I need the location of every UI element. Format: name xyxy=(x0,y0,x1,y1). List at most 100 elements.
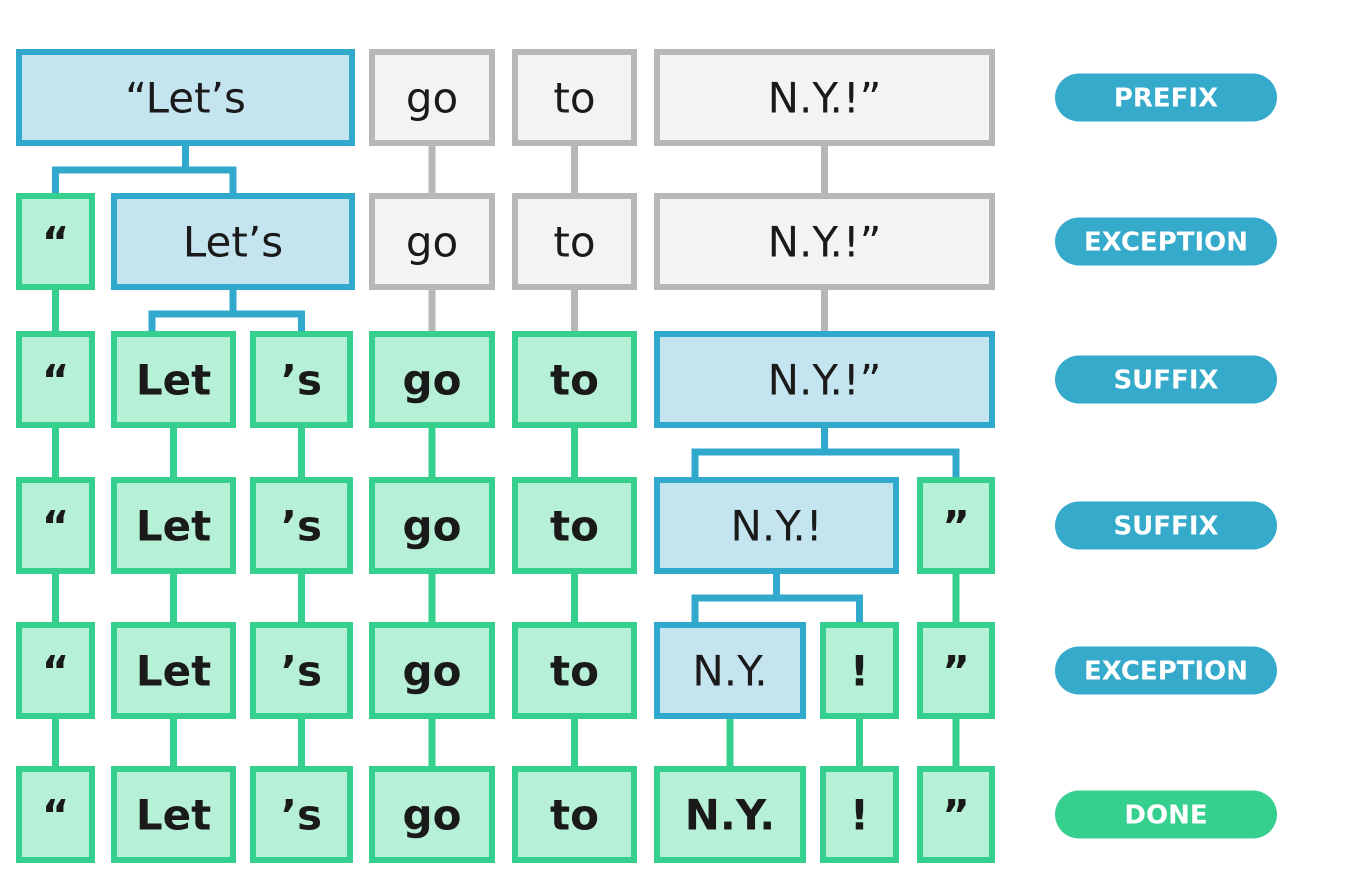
token-text: ” xyxy=(942,502,970,551)
token-box-frame xyxy=(369,331,495,428)
token-text: go xyxy=(403,502,462,551)
token-box-frame xyxy=(654,49,995,146)
step-label-pill xyxy=(1055,355,1277,404)
token-text: N.Y.!” xyxy=(768,74,882,123)
token-box-go: go xyxy=(369,477,495,574)
token-box-frame xyxy=(654,331,995,428)
token-text: ’s xyxy=(281,356,322,405)
token-box-punct: “ xyxy=(16,477,95,574)
token-box-punct: ” xyxy=(917,622,995,719)
token-text: Let xyxy=(136,791,211,840)
token-box-punct: “ xyxy=(16,193,95,290)
step-label-pill xyxy=(1055,217,1277,266)
step-label-text: EXCEPTION xyxy=(1084,228,1248,258)
token-text: to xyxy=(550,502,599,551)
token-text: N.Y. xyxy=(685,791,776,840)
token-text: ’s xyxy=(281,502,322,551)
token-box-frame xyxy=(654,477,899,574)
token-box-frame xyxy=(917,766,995,863)
token-text: go xyxy=(403,791,462,840)
token-box-frame xyxy=(111,193,355,290)
token-text: to xyxy=(550,356,599,405)
token-box-frame xyxy=(111,622,236,719)
token-box-frame xyxy=(16,49,355,146)
token-box-frame xyxy=(369,193,495,290)
token-box-frame xyxy=(250,766,353,863)
token-text: ’s xyxy=(281,647,322,696)
token-text: “ xyxy=(42,502,70,551)
token-box-frame xyxy=(111,477,236,574)
token-text: to xyxy=(553,218,595,267)
token-text: “Let’s xyxy=(125,74,246,123)
token-box-punct: “ xyxy=(16,622,95,719)
token-box-go: go xyxy=(369,622,495,719)
token-box-go: go xyxy=(369,331,495,428)
token-text: ! xyxy=(850,647,869,696)
token-box-punct: ” xyxy=(917,477,995,574)
token-text: ’s xyxy=(281,791,322,840)
step-label-text: PREFIX xyxy=(1114,84,1218,114)
token-row-4: “ Let ’s go to N.Y.! ” xyxy=(16,477,995,574)
token-box-go: go xyxy=(369,766,495,863)
token-text: to xyxy=(550,647,599,696)
token-box-frame xyxy=(369,622,495,719)
token-box-let-s: Let’s xyxy=(111,193,355,290)
token-box-frame xyxy=(512,622,637,719)
token-box-frame xyxy=(820,766,899,863)
step-label-layer: PREFIX EXCEPTION SUFFIX SUFFIX EXCEPTION DONE xyxy=(1055,73,1277,839)
step-label-suffix: SUFFIX xyxy=(1055,501,1277,550)
token-box-let: Let xyxy=(111,477,236,574)
token-box-n-y: N.Y. xyxy=(654,622,806,719)
token-text: ! xyxy=(850,791,869,840)
token-box-frame xyxy=(654,193,995,290)
token-text: Let xyxy=(136,356,211,405)
token-box-let: Let xyxy=(111,331,236,428)
token-box-to: to xyxy=(512,766,637,863)
step-label-prefix: PREFIX xyxy=(1055,73,1277,122)
token-text: “ xyxy=(42,356,70,405)
token-box-frame xyxy=(654,766,806,863)
token-text: “ xyxy=(42,791,70,840)
token-box-frame xyxy=(512,477,637,574)
token-row-2: “ Let’s go to N.Y.!” xyxy=(16,193,995,290)
token-text: N.Y.! xyxy=(730,502,822,551)
token-text: N.Y.!” xyxy=(768,356,882,405)
token-box-let: Let xyxy=(111,766,236,863)
token-box-punct: ! xyxy=(820,622,899,719)
token-box-s: ’s xyxy=(250,622,353,719)
token-box-frame xyxy=(917,622,995,719)
token-box-n-y: N.Y.! xyxy=(654,477,899,574)
step-label-text: SUFFIX xyxy=(1113,366,1218,396)
token-box-frame xyxy=(512,49,637,146)
step-label-text: EXCEPTION xyxy=(1084,657,1248,687)
token-box-go: go xyxy=(369,193,495,290)
token-box-let-s: “Let’s xyxy=(16,49,355,146)
token-box-punct: “ xyxy=(16,331,95,428)
token-box-frame xyxy=(512,331,637,428)
token-box-frame xyxy=(250,622,353,719)
step-label-done: DONE xyxy=(1055,790,1277,839)
token-text: ” xyxy=(942,647,970,696)
token-box-let: Let xyxy=(111,622,236,719)
token-box-frame xyxy=(512,193,637,290)
token-box-frame xyxy=(16,477,95,574)
step-label-exception: EXCEPTION xyxy=(1055,217,1277,266)
token-box-n-y: N.Y.!” xyxy=(654,193,995,290)
token-box-frame xyxy=(16,193,95,290)
step-label-pill xyxy=(1055,501,1277,550)
token-text: Let’s xyxy=(183,218,283,267)
token-text: “ xyxy=(42,647,70,696)
token-box-to: to xyxy=(512,331,637,428)
token-text: go xyxy=(403,356,462,405)
token-text: “ xyxy=(42,218,70,267)
token-box-frame xyxy=(369,49,495,146)
token-box-to: to xyxy=(512,49,637,146)
token-box-punct: “ xyxy=(16,766,95,863)
token-box-frame xyxy=(250,331,353,428)
step-label-pill xyxy=(1055,790,1277,839)
token-box-frame xyxy=(654,622,806,719)
